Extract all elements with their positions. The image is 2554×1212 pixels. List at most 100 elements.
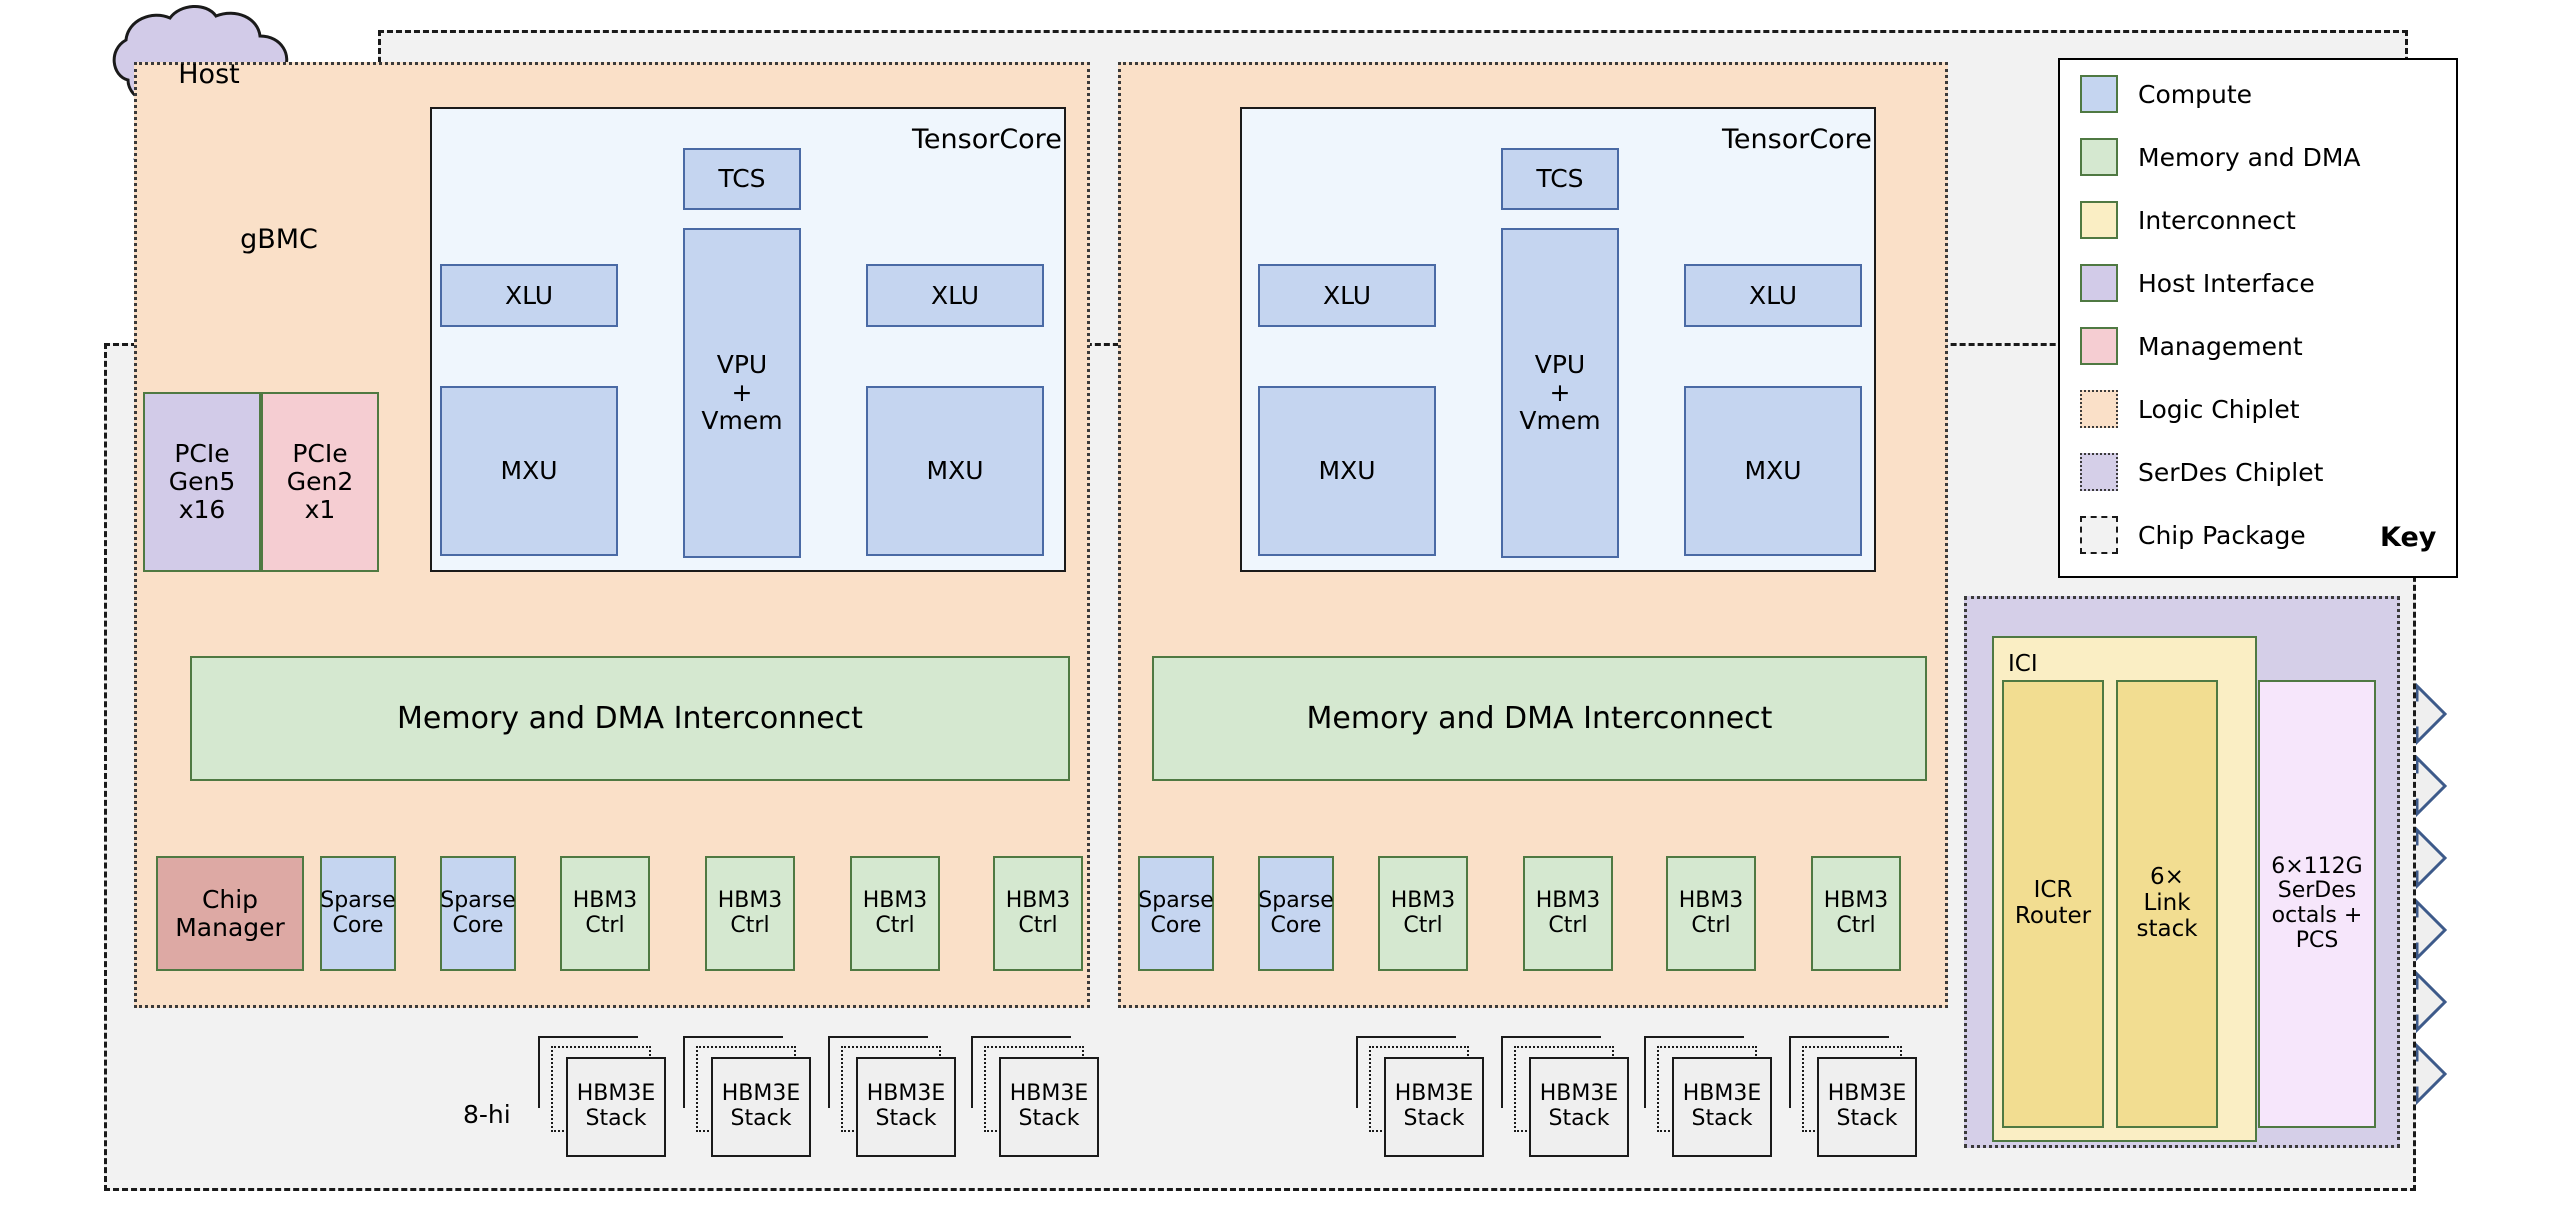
sparse-core-l1[interactable]: Sparse Core (320, 856, 396, 971)
pcie-gen5-label: PCIe Gen5 x16 (168, 439, 236, 524)
key-swatch-memory (2080, 138, 2118, 176)
mxu-right-b[interactable]: MXU (1684, 386, 1862, 556)
hbm3e-stack-r2[interactable]: HBM3E Stack (1529, 1057, 1629, 1157)
tcs-left[interactable]: TCS (683, 148, 801, 210)
hbm3e-stack-l2-label: HBM3E Stack (721, 1081, 801, 1131)
key-item-logic-chiplet: Logic Chiplet (2080, 390, 2300, 428)
key-item-serdes-chiplet: SerDes Chiplet (2080, 453, 2323, 491)
key-item-management: Management (2080, 327, 2303, 365)
hbm3-ctrl-r2-label: HBM3 Ctrl (1535, 887, 1601, 938)
tensorcore-left-title: TensorCore (912, 124, 1062, 155)
gbmc-cloud: gBMC (196, 200, 362, 280)
hbm3e-stack-r3[interactable]: HBM3E Stack (1672, 1057, 1772, 1157)
xlu-right-a[interactable]: XLU (1258, 264, 1436, 327)
icr-router-block[interactable]: ICR Router (2002, 680, 2104, 1128)
vpu-right-label: VPU + Vmem (1519, 350, 1601, 435)
key-item-memory: Memory and DMA (2080, 138, 2361, 176)
key-item-host-interface: Host Interface (2080, 264, 2315, 302)
hbm3-ctrl-l4[interactable]: HBM3 Ctrl (993, 856, 1083, 971)
hbm3e-stack-l4-label: HBM3E Stack (1009, 1081, 1089, 1131)
hbm3-ctrl-r3-label: HBM3 Ctrl (1678, 887, 1744, 938)
key-label-memory: Memory and DMA (2138, 142, 2361, 172)
memory-dma-interconnect-right[interactable]: Memory and DMA Interconnect (1152, 656, 1927, 781)
hbm3-ctrl-l3[interactable]: HBM3 Ctrl (850, 856, 940, 971)
key-label-host-interface: Host Interface (2138, 268, 2315, 298)
sparse-core-r2-label: Sparse Core (1258, 887, 1334, 938)
hbm3e-stack-l2[interactable]: HBM3E Stack (711, 1057, 811, 1157)
hbm3-ctrl-r1-label: HBM3 Ctrl (1390, 887, 1456, 938)
pcie-gen5-block[interactable]: PCIe Gen5 x16 (143, 392, 261, 572)
link-stack-block[interactable]: 6× Link stack (2116, 680, 2218, 1128)
hbm3e-stack-l3[interactable]: HBM3E Stack (856, 1057, 956, 1157)
hbm3e-stack-r1[interactable]: HBM3E Stack (1384, 1057, 1484, 1157)
xlu-left-a-label: XLU (504, 280, 554, 310)
host-label: Host (178, 58, 240, 90)
xlu-left-b-label: XLU (930, 280, 980, 310)
key-item-compute: Compute (2080, 75, 2252, 113)
hbm3-ctrl-r2[interactable]: HBM3 Ctrl (1523, 856, 1613, 971)
vpu-left-label: VPU + Vmem (701, 350, 783, 435)
hbm3-ctrl-l1-label: HBM3 Ctrl (572, 887, 638, 938)
xlu-left-a[interactable]: XLU (440, 264, 618, 327)
key-label-management: Management (2138, 331, 2303, 361)
sparse-core-r1[interactable]: Sparse Core (1138, 856, 1214, 971)
mxu-left-b-label: MXU (926, 456, 984, 485)
memory-dma-interconnect-left-label: Memory and DMA Interconnect (397, 700, 863, 736)
hbm3e-stack-r1-label: HBM3E Stack (1394, 1081, 1474, 1131)
tcs-right-label: TCS (1536, 164, 1584, 193)
hbm3e-stack-l4[interactable]: HBM3E Stack (999, 1057, 1099, 1157)
key-swatch-management (2080, 327, 2118, 365)
key-label-logic-chiplet: Logic Chiplet (2138, 394, 2300, 424)
tcs-right[interactable]: TCS (1501, 148, 1619, 210)
ici-group-label: ICI (2008, 651, 2038, 677)
sparse-core-l2[interactable]: Sparse Core (440, 856, 516, 971)
mxu-left-b[interactable]: MXU (866, 386, 1044, 556)
serdes-block[interactable]: 6×112G SerDes octals + PCS (2258, 680, 2376, 1128)
mxu-left-a[interactable]: MXU (440, 386, 618, 556)
hbm3-ctrl-r4[interactable]: HBM3 Ctrl (1811, 856, 1901, 971)
mxu-right-a[interactable]: MXU (1258, 386, 1436, 556)
key-swatch-chip-package (2080, 516, 2118, 554)
key-swatch-compute (2080, 75, 2118, 113)
tcs-left-label: TCS (718, 164, 766, 193)
hbm3e-stack-l1-label: HBM3E Stack (576, 1081, 656, 1131)
key-label-chip-package: Chip Package (2138, 520, 2306, 550)
gbmc-label: gBMC (240, 223, 318, 255)
pcie-gen2-label: PCIe Gen2 x1 (286, 439, 354, 524)
memory-dma-interconnect-left[interactable]: Memory and DMA Interconnect (190, 656, 1070, 781)
key-swatch-serdes-chiplet (2080, 453, 2118, 491)
xlu-left-b[interactable]: XLU (866, 264, 1044, 327)
hbm3-ctrl-l2[interactable]: HBM3 Ctrl (705, 856, 795, 971)
tensorcore-right-title: TensorCore (1722, 124, 1872, 155)
link-stack-label: 6× Link stack (2136, 864, 2198, 942)
hbm3e-stack-r4[interactable]: HBM3E Stack (1817, 1057, 1917, 1157)
hbm3e-stack-r4-label: HBM3E Stack (1827, 1081, 1907, 1131)
stack-height-note: 8-hi (463, 1100, 511, 1129)
sparse-core-r2[interactable]: Sparse Core (1258, 856, 1334, 971)
hbm3-ctrl-r1[interactable]: HBM3 Ctrl (1378, 856, 1468, 971)
key-label-compute: Compute (2138, 79, 2253, 109)
hbm3e-stack-l1[interactable]: HBM3E Stack (566, 1057, 666, 1157)
mxu-left-a-label: MXU (500, 456, 558, 485)
hbm3-ctrl-l4-label: HBM3 Ctrl (1005, 887, 1071, 938)
hbm3-ctrl-r4-label: HBM3 Ctrl (1823, 887, 1889, 938)
hbm3e-stack-r2-label: HBM3E Stack (1539, 1081, 1619, 1131)
key-panel (2058, 58, 2458, 578)
vpu-left[interactable]: VPU + Vmem (683, 228, 801, 558)
hbm3-ctrl-l3-label: HBM3 Ctrl (862, 887, 928, 938)
xlu-right-b[interactable]: XLU (1684, 264, 1862, 327)
hbm3-ctrl-l2-label: HBM3 Ctrl (717, 887, 783, 938)
hbm3e-stack-r3-label: HBM3E Stack (1682, 1081, 1762, 1131)
key-swatch-logic-chiplet (2080, 390, 2118, 428)
hbm3-ctrl-l1[interactable]: HBM3 Ctrl (560, 856, 650, 971)
hbm3-ctrl-r3[interactable]: HBM3 Ctrl (1666, 856, 1756, 971)
key-title: Key (2380, 522, 2437, 553)
key-swatch-host-interface (2080, 264, 2118, 302)
sparse-core-r1-label: Sparse Core (1138, 887, 1214, 938)
pcie-gen2-block[interactable]: PCIe Gen2 x1 (261, 392, 379, 572)
key-label-serdes-chiplet: SerDes Chiplet (2138, 457, 2324, 487)
chip-manager-block[interactable]: Chip Manager (156, 856, 304, 971)
key-item-interconnect: Interconnect (2080, 201, 2296, 239)
chip-manager-label: Chip Manager (175, 884, 285, 942)
vpu-right[interactable]: VPU + Vmem (1501, 228, 1619, 558)
